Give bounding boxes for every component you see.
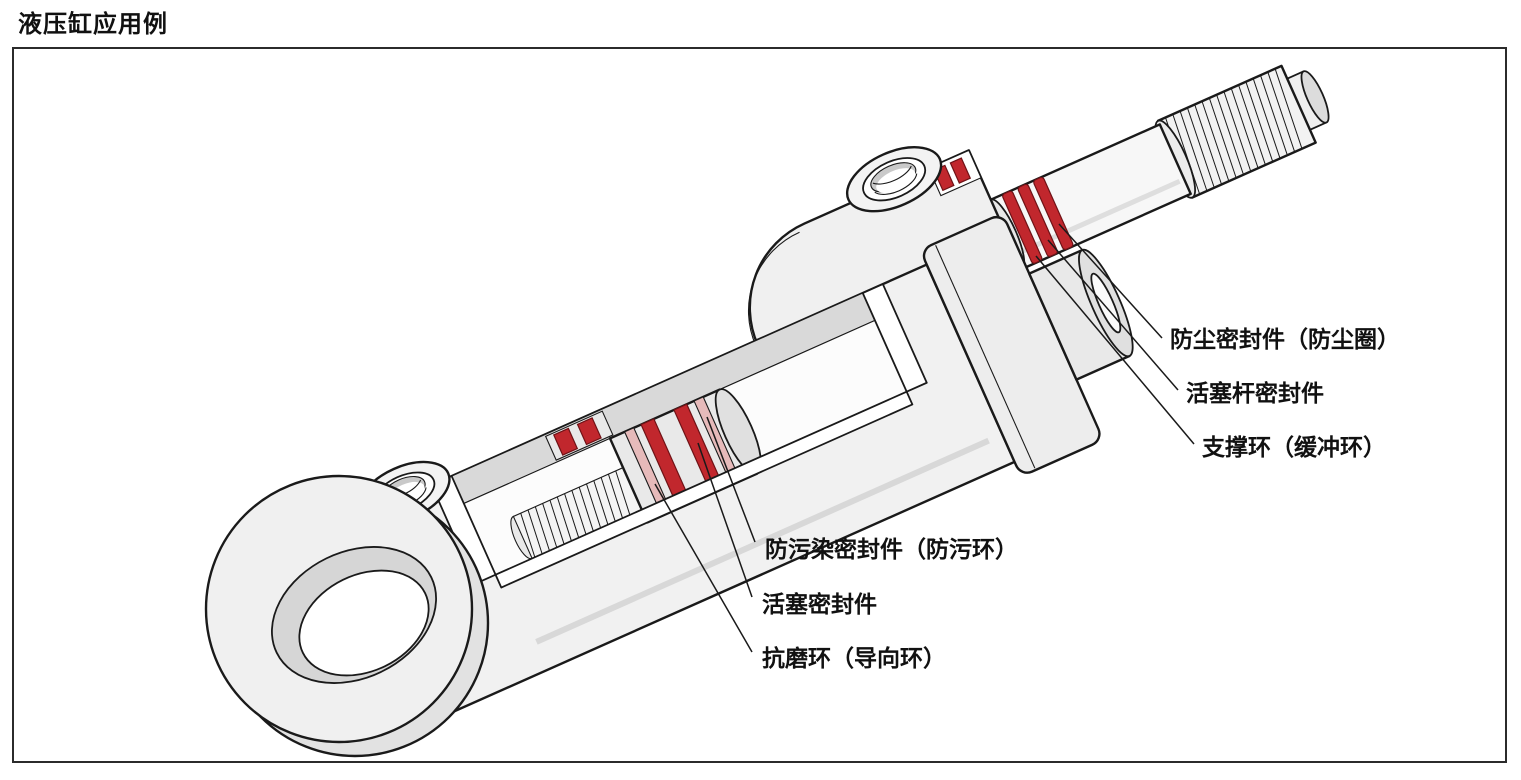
eye-bore	[298, 569, 430, 677]
rod-tip-face	[1300, 70, 1330, 124]
leader-wear-ring	[654, 483, 753, 653]
label-anti-pollution-seal: 防污染密封件（防污环）	[765, 536, 1018, 563]
label-piston-seal: 活塞密封件	[762, 591, 877, 618]
gland-bore	[1090, 272, 1122, 334]
barrel-shading	[535, 437, 990, 645]
gland-seal-section	[949, 157, 972, 184]
cylinder-body-assembly	[330, 215, 1134, 728]
leader-piston-seal	[697, 442, 753, 598]
leader-rod-seal	[1047, 239, 1179, 391]
clevis-eye	[204, 474, 490, 758]
stub-thread-hatching	[520, 470, 631, 558]
leader-lines	[654, 223, 1195, 653]
port-thread-arcs	[872, 165, 918, 195]
far-wall-seal-highlight	[576, 417, 602, 446]
diagram-frame: 防尘密封件（防尘圈） 活塞杆密封件 支撑环（缓冲环） 防污染密封件（防污环） 活…	[12, 47, 1507, 763]
head-collar-edge	[935, 245, 1036, 469]
far-wall-seal-highlight	[552, 427, 579, 456]
port-hole-bottom	[876, 168, 916, 194]
rod-seal-highlight	[1017, 183, 1058, 257]
label-support-ring: 支撑环（缓冲环）	[1201, 434, 1386, 461]
leader-dust-seal	[1058, 223, 1163, 339]
callout-labels: 防尘密封件（防尘圈） 活塞杆密封件 支撑环（缓冲环） 防污染密封件（防污环） 活…	[762, 326, 1400, 672]
label-dust-seal: 防尘密封件（防尘圈）	[1170, 326, 1400, 353]
dust-seal-highlight	[1033, 176, 1074, 251]
cut-face-right	[861, 283, 928, 393]
leader-anti-pollution-seal	[706, 416, 756, 543]
support-ring-highlight	[1002, 190, 1043, 264]
label-rod-seal: 活塞杆密封件	[1186, 380, 1324, 407]
hydraulic-cylinder-diagram: 防尘密封件（防尘圈） 活塞杆密封件 支撑环（缓冲环） 防污染密封件（防污环） 活…	[204, 64, 1400, 758]
label-wear-ring: 抗磨环（导向环）	[762, 645, 946, 672]
page-title: 液压缸应用例	[18, 10, 168, 38]
cut-face-lip	[494, 390, 914, 589]
leader-support-ring	[1035, 255, 1195, 445]
